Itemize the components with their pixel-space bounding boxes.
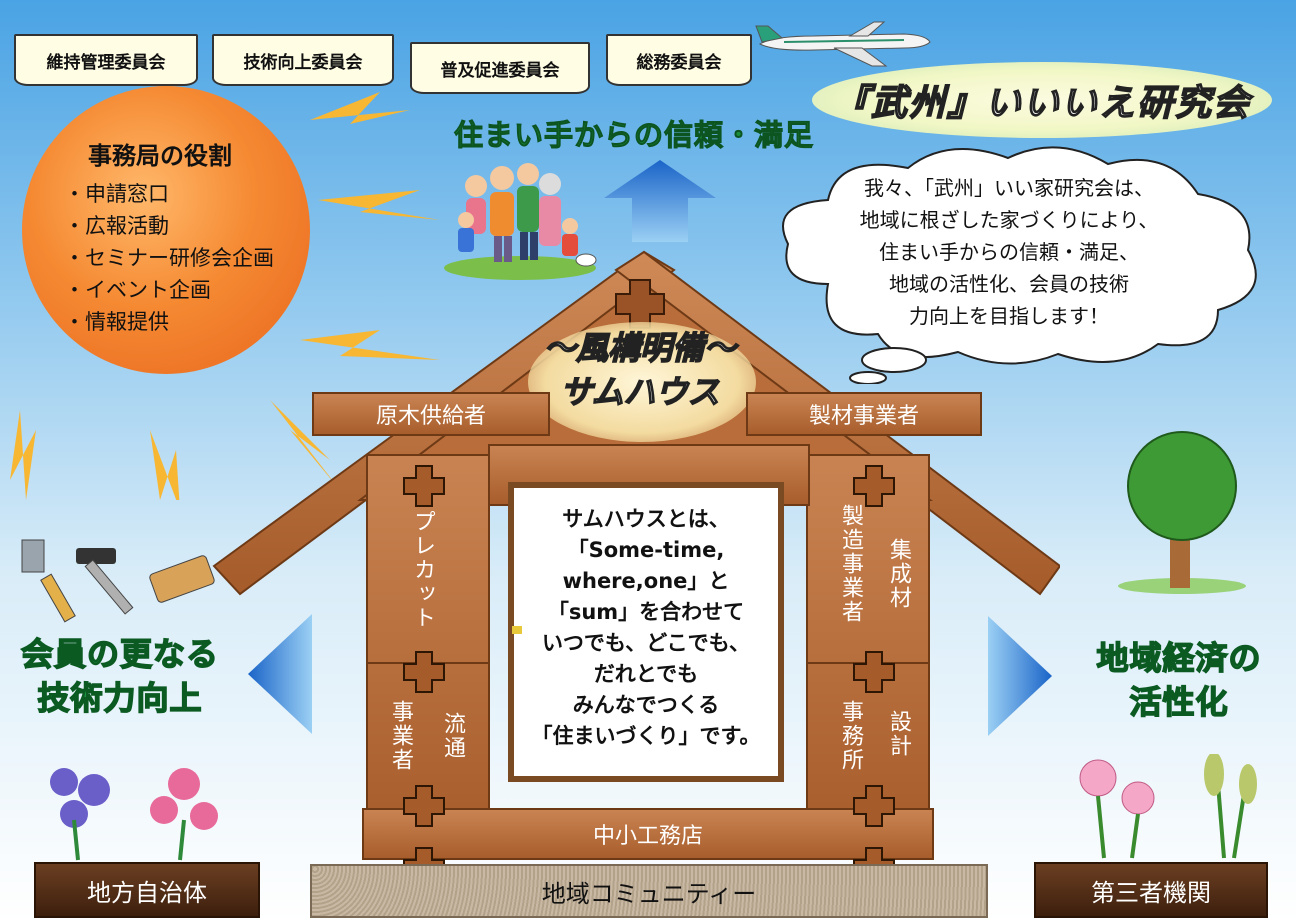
base-label: 第三者機関 [1091,878,1211,907]
committee-label: 総務委員会 [636,52,722,73]
mission-line: 力向上を目指します！ [909,304,1109,328]
label-manufacturer: 製造事業者 [838,504,863,624]
mission-cloud [782,146,1257,384]
arrow-right-icon [988,616,1052,736]
arrow-left-icon [248,614,312,734]
label-business-left: 事業者 [388,700,413,772]
mission-line: 地域の活性化、会員の技術 [889,272,1129,296]
committee-label: 普及促進委員会 [440,60,560,81]
label-distribution: 流通 [440,712,465,760]
goal-line: 会員の更なる [20,634,219,674]
label-precut: プレカット [410,510,435,630]
committee-label: 維持管理委員会 [46,52,166,73]
board-line: いつでも、どこでも、 [541,631,751,655]
mission-line: 住まい手からの信頼・満足、 [879,240,1139,264]
board-line: 「住まいづくり」です。 [531,724,761,748]
goal-left: 会員の更なる 技術力向上 [10,632,230,720]
list-item: ・広報活動 [64,214,169,238]
airplane-icon [755,21,931,67]
beam-log-supplier: 原木供給者 [312,392,550,436]
motto-text: 〜風構明備〜 サムハウス [520,326,760,414]
committee-banner-technology: 技術向上委員会 [212,34,394,86]
mission-line: 我々、「武州」いい家研究会は、 [864,176,1154,200]
beam-label: 製材事業者 [808,404,919,429]
committee-banner-promotion: 普及促進委員会 [410,42,590,94]
list-item: ・イベント企画 [64,278,211,302]
list-item: ・セミナー研修会企画 [64,246,274,270]
motto-emblem [528,322,756,442]
board-line: みんなでつくる [572,693,720,717]
carpentry-tools-icon [21,539,215,623]
committee-banner-maintenance: 維持管理委員会 [14,34,198,86]
base-label: 地方自治体 [87,878,207,907]
base-beam-label: 中小工務店 [592,824,703,849]
committee-banner-general-affairs: 総務委員会 [606,34,752,86]
sum-house-description: サムハウスとは、 「Some-time, where,one」と 「sum」を合… [514,504,778,752]
association-title: 『武州』いいいえ研究会 [832,82,1251,125]
list-item: ・申請窓口 [64,182,169,206]
family-illustration [444,163,597,280]
sum-house-board [508,482,784,782]
board-line: where,one」と [562,569,730,593]
beam-label: 原木供給者 [375,404,486,429]
left-wall [366,454,490,830]
secretariat-sun [22,86,310,374]
tree-illustration [1118,431,1246,594]
board-line: サムハウスとは、 [562,507,730,531]
secretariat-role-list: ・申請窓口 ・広報活動 ・セミナー研修会企画 ・イベント企画 ・情報提供 [64,178,274,338]
right-wall [806,454,930,830]
board-line: 「sum」を合わせて [547,600,745,624]
label-design: 設計 [886,710,911,758]
association-title-oval: 『武州』いいいえ研究会 [812,62,1272,138]
board-line: だれとでも [593,662,699,686]
list-item: ・情報提供 [64,310,169,334]
goal-line: 技術力向上 [37,678,203,718]
base-beam [362,808,934,860]
arrow-up-icon [604,160,716,242]
motto-line: 〜風構明備〜 [543,328,737,368]
secretariat-title: 事務局の役割 [88,142,232,170]
committee-label: 技術向上委員会 [243,52,363,73]
label-laminated: 集成材 [886,538,911,610]
base-third-party: 第三者機関 [1034,862,1268,918]
flowers-left-illustration [50,768,218,861]
sun-rays [10,92,440,500]
goal-line: 活性化 [1129,682,1229,722]
door-knob-icon [512,626,522,634]
community-ground: 地域コミュニティー [310,864,988,918]
flowers-right-illustration [1079,754,1257,859]
mission-line: 地域に根ざした家づくりにより、 [859,208,1159,232]
goal-top-title: 住まい手からの信頼・満足 [453,118,815,153]
brand-name: サムハウス [560,372,721,412]
label-office: 事務所 [838,700,863,772]
goal-line: 地域経済の [1096,638,1262,678]
mission-statement: 我々、「武州」いい家研究会は、 地域に根ざした家づくりにより、 住まい手からの信… [800,172,1218,332]
board-line: 「Some-time, [567,538,725,562]
goal-right: 地域経済の 活性化 [1074,636,1284,724]
base-local-government: 地方自治体 [34,862,260,918]
beam-sawmill: 製材事業者 [746,392,982,436]
ground-label: 地域コミュニティー [541,879,757,908]
